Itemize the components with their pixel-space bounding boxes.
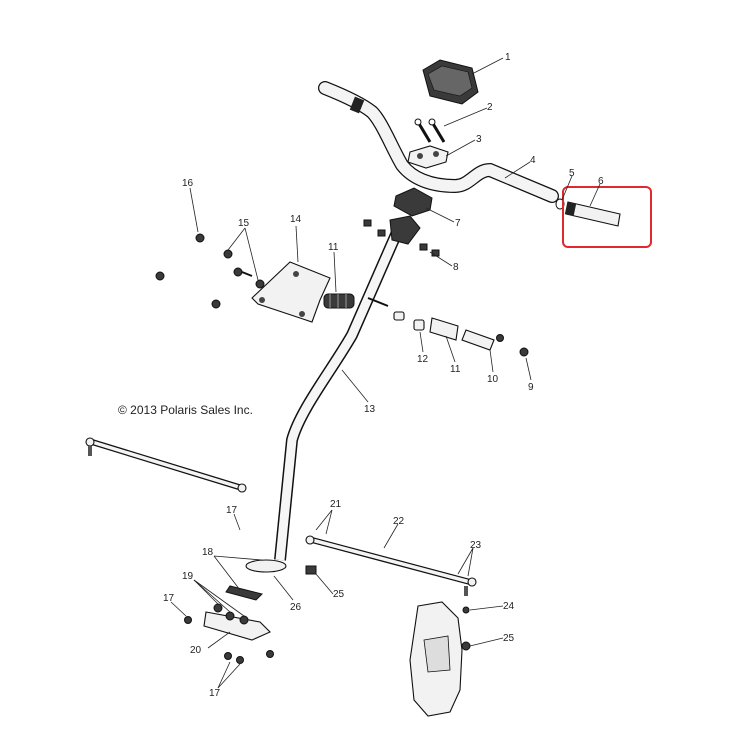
steering-post (274, 215, 421, 561)
handlebar-pad (422, 59, 479, 105)
callout-labels: 1 2 3 4 5 6 7 8 9 10 11 11 12 13 14 15 1… (163, 52, 604, 699)
callout-14: 14 (290, 214, 302, 225)
callout-17-left: 17 (163, 593, 175, 604)
callout-9: 9 (528, 382, 534, 393)
callout-22: 22 (393, 516, 405, 527)
callout-11-right: 11 (450, 364, 461, 375)
tie-rod-left (85, 437, 247, 493)
callout-21: 21 (330, 499, 342, 510)
callout-24: 24 (503, 601, 515, 612)
nut-cluster (363, 219, 440, 257)
mount-bracket (251, 261, 331, 323)
callout-26: 26 (290, 602, 302, 613)
callout-11-left: 11 (328, 242, 339, 253)
lower-pivot (184, 559, 287, 664)
callout-13: 13 (364, 404, 376, 415)
clamp-bolts (414, 118, 446, 143)
linkage (393, 311, 529, 357)
tie-rod-right (305, 535, 477, 596)
copyright-text: © 2013 Polaris Sales Inc. (118, 403, 253, 417)
callout-2: 2 (487, 102, 493, 113)
callout-17-bottom: 17 (209, 688, 221, 699)
callout-5: 5 (569, 168, 575, 179)
callout-1: 1 (505, 52, 511, 63)
callout-4: 4 (530, 155, 536, 166)
callout-18: 18 (202, 547, 214, 558)
upper-clamp (407, 145, 449, 169)
callout-23: 23 (470, 540, 482, 551)
callout-8: 8 (453, 262, 459, 273)
nut-25 (305, 565, 317, 575)
bushing-left (323, 293, 355, 309)
grip-assembly (555, 198, 621, 227)
callout-15: 15 (238, 218, 250, 229)
callout-12: 12 (417, 354, 429, 365)
bolts-left (155, 233, 265, 309)
spindle (409, 601, 471, 717)
callout-10: 10 (487, 374, 499, 385)
callout-25-right: 25 (503, 633, 515, 644)
callout-3: 3 (476, 134, 482, 145)
callout-17-top: 17 (226, 505, 238, 516)
highlight-box (562, 186, 652, 248)
callout-6: 6 (598, 176, 604, 187)
callout-19: 19 (182, 571, 194, 582)
handlebar (318, 81, 559, 203)
callout-25-left: 25 (333, 589, 345, 600)
callout-7: 7 (455, 218, 461, 229)
lower-clamp (393, 187, 433, 217)
callout-16: 16 (182, 178, 194, 189)
leader-lines (170, 57, 601, 689)
callout-20: 20 (190, 645, 202, 656)
